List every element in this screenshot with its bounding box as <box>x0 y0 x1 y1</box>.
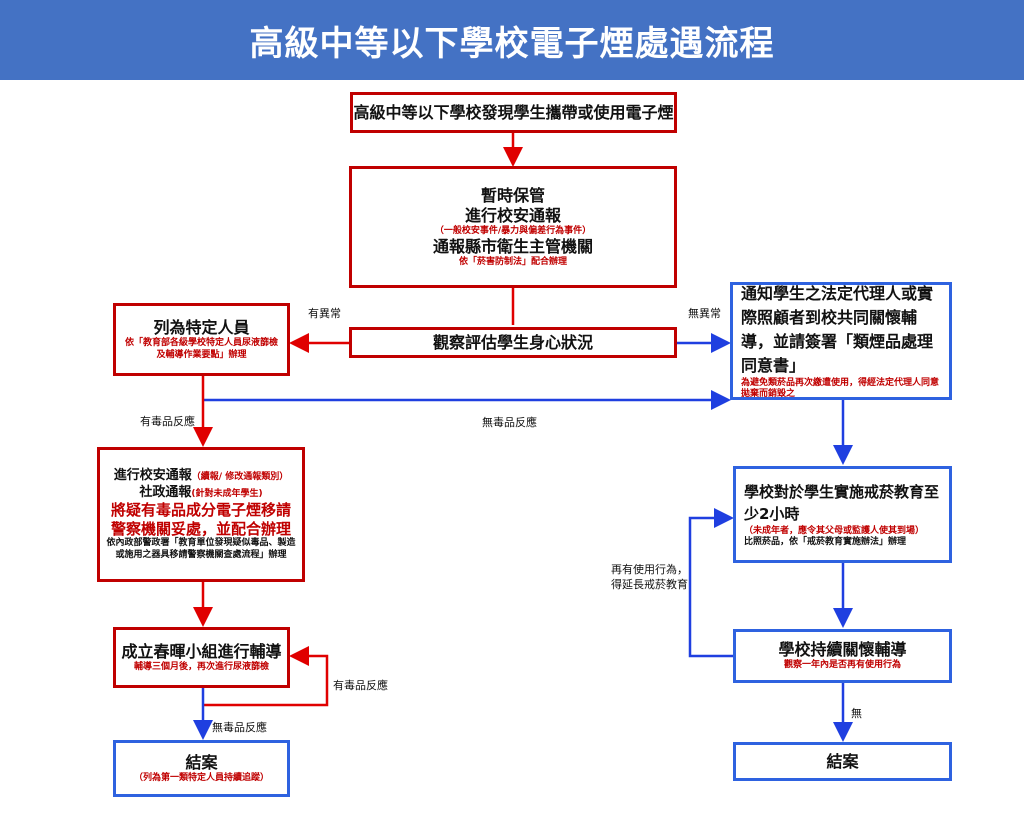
box-notify: 通知學生之法定代理人或實際照顧者到校共同關懷輔導，並請簽署「類煙品處理同意書」 … <box>730 282 952 400</box>
page-title: 高級中等以下學校電子煙處遇流程 <box>0 0 1024 80</box>
box-note: （未成年者，應令其父母或監護人使其到場） <box>744 525 925 536</box>
box-note: （續報/ 修改通報類別） <box>191 472 289 483</box>
box-text: 進行校安通報 <box>464 205 561 225</box>
box-custody: 暫時保管 進行校安通報 （一般校安事件/暴力與偏差行為事件） 通報縣市衛生主管機… <box>349 166 677 288</box>
box-text: 學校持續關懷輔導 <box>778 640 907 660</box>
label-drug-positive: 有毒品反應 <box>140 415 195 428</box>
box-text: 列為特定人員 <box>153 318 250 338</box>
box-note: （一般校安事件/暴力與偏差行為事件） <box>434 225 592 236</box>
box-text: 成立春暉小組進行輔導 <box>121 641 282 661</box>
box-chunhui: 成立春暉小組進行輔導 輔導三個月後，再次進行尿液篩檢 <box>113 627 290 688</box>
box-text: 高級中等以下學校發現學生攜帶或使用電子煙 <box>353 102 674 122</box>
box-text: 進行校安通報 <box>113 468 192 484</box>
box-text: 社政通報 <box>139 484 192 500</box>
box-specific: 列為特定人員 依「教育部各級學校特定人員尿液篩檢及輔導作業要點」辦理 <box>113 303 290 376</box>
label-normal: 無異常 <box>688 307 721 320</box>
box-close-right: 結案 <box>733 742 952 781</box>
arrow-reuse-loop <box>688 508 734 658</box>
label-reuse: 再有使用行為， 得延長戒菸教育 <box>611 563 688 592</box>
box-note: 為避免類菸品再次繳遭使用，得經法定代理人同意拋棄而銷毀之 <box>741 377 940 399</box>
box-note: 觀察一年內是否再有使用行為 <box>783 660 901 671</box>
label-none: 無 <box>851 707 862 720</box>
box-note: 比照菸品，依「戒菸教育實施辦法」辦理 <box>744 537 907 547</box>
box-note: 輔導三個月後，再次進行尿液篩檢 <box>133 661 269 672</box>
box-text: 學校對於學生實施戒菸教育至少2小時 <box>744 482 940 524</box>
box-text-emphasis: 將疑有毒品成分電子煙移請警察機關妥處，並配合辦理 <box>110 500 291 538</box>
label-abnormal: 有異常 <box>308 307 341 320</box>
box-note: 依「教育部各級學校特定人員尿液篩檢及輔導作業要點」辦理 <box>124 338 278 360</box>
box-text: 暫時保管 <box>480 185 545 205</box>
box-close-left: 結案 （列為第一類特定人員持續追蹤） <box>113 740 290 797</box>
label-drug-negative: 無毒品反應 <box>482 416 537 429</box>
box-observe: 觀察評估學生身心狀況 <box>349 327 677 358</box>
box-text: 結案 <box>826 751 859 771</box>
box-text: 通知學生之法定代理人或實際照顧者到校共同關懷輔導，並請簽署「類煙品處理同意書」 <box>741 283 934 375</box>
box-report: 進行校安通報（續報/ 修改通報類別） 社政通報(針對未成年學生) 將疑有毒品成分… <box>97 447 305 582</box>
box-note: （列為第一類特定人員持續追蹤） <box>133 772 269 783</box>
box-followup: 學校持續關懷輔導 觀察一年內是否再有使用行為 <box>733 629 952 683</box>
arrow-chunhui-loop <box>203 646 329 707</box>
box-note: (針對未成年學生) <box>191 488 263 499</box>
box-note: 依「菸害防制法」配合辦理 <box>458 257 567 267</box>
box-education: 學校對於學生實施戒菸教育至少2小時 （未成年者，應令其父母或監護人使其到場） 比… <box>733 466 952 563</box>
label-drug-positive-loop: 有毒品反應 <box>333 679 388 692</box>
box-text: 觀察評估學生身心狀況 <box>432 332 593 352</box>
label-drug-negative-close: 無毒品反應 <box>212 721 267 734</box>
box-text: 通報縣市衛生主管機關 <box>432 237 593 256</box>
box-text: 結案 <box>185 752 218 772</box>
box-note: 依內政部警政署「教育單位發現疑似毒品、製造或施用之器具移請警察機關查處流程」辦理 <box>106 538 296 560</box>
box-discover: 高級中等以下學校發現學生攜帶或使用電子煙 <box>350 92 677 133</box>
